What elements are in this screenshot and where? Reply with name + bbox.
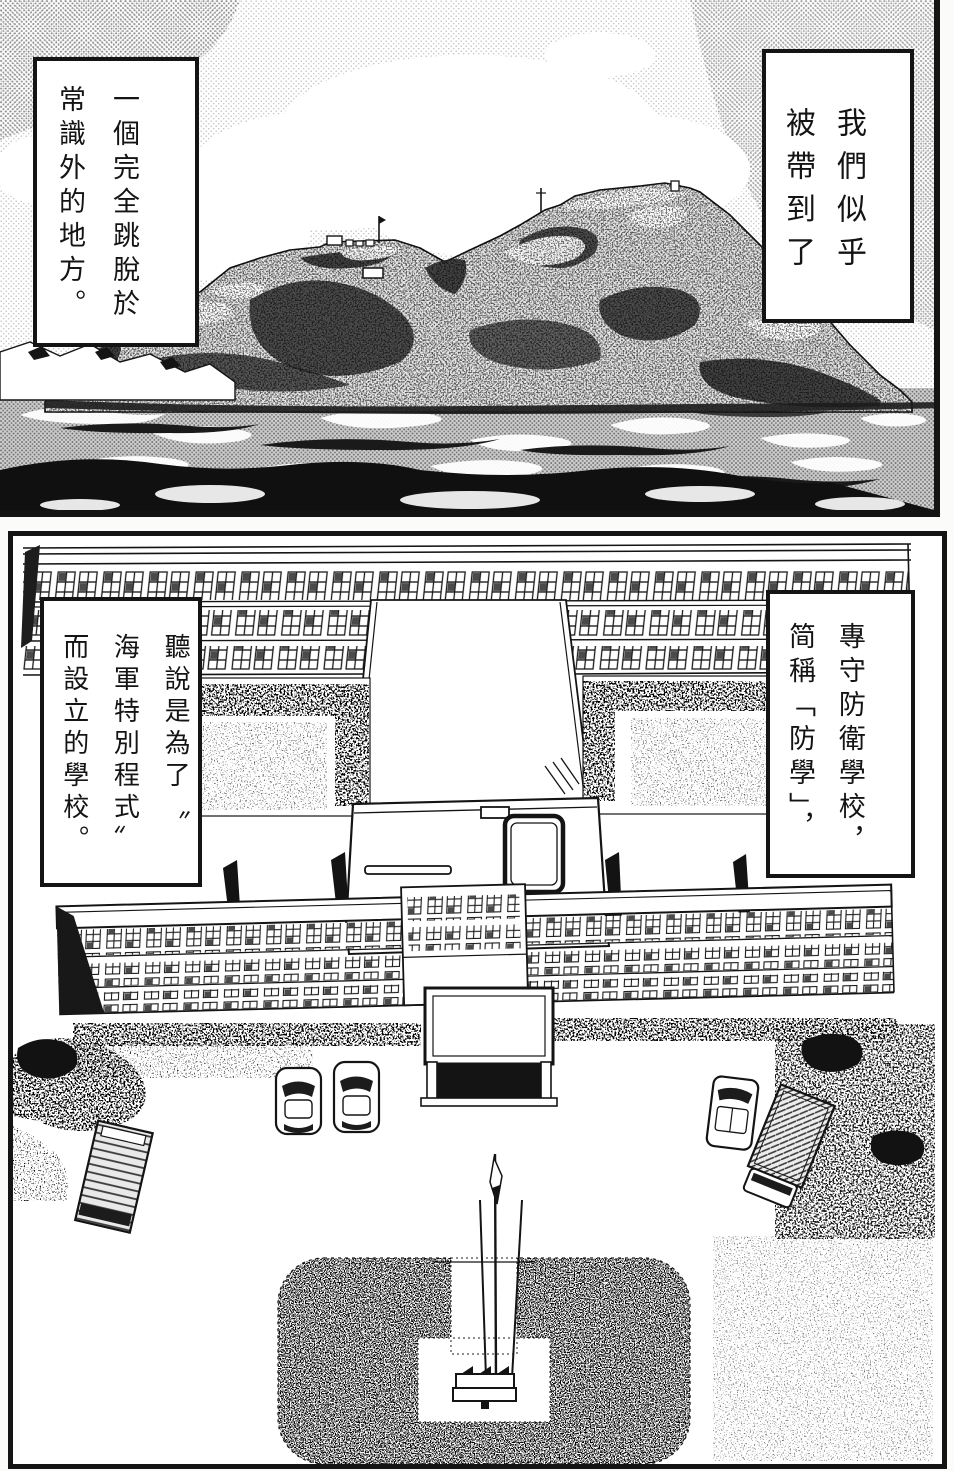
sea-bottom-foam [40,485,905,510]
shrubs-left [13,1038,313,1201]
island [0,180,934,414]
caption-line: 被帶到了 [781,107,814,279]
caption-line: 海軍特別程式〞 [110,633,140,857]
caption-line: 聽說是為了〝 [161,633,191,825]
caption-island-desc-text: 一個完全跳脫於 常識外的地方。 [37,61,173,375]
van [705,1075,760,1151]
ridge-structures [326,180,680,279]
caption-line: 简稱「防學」， [784,622,815,847]
caption-school-purpose-text: 聽說是為了〝 海軍特別程式〞 而設立的學校。 [44,601,216,923]
monument-lawn [277,1254,691,1464]
car-1 [274,1066,323,1136]
courtyard-bed-right [582,675,796,815]
car-2 [332,1060,381,1134]
caption-line: 我們似乎 [832,107,865,279]
caption-island-intro-text: 我們似乎 被帶到了 [766,53,896,381]
truck-vent [364,865,452,875]
caption-line: 一個完全跳脫於 [109,85,139,323]
caption-school-name-text: 專守防衛學校， 简稱「防學」， [770,594,894,910]
flag-monument [452,1153,523,1409]
bus [73,1119,155,1234]
caption-school-name: 專守防衛學校， 简稱「防學」， [766,590,915,878]
building-left-end [21,545,40,648]
caption-school-purpose: 聽說是為了〝 海軍特別程式〞 而設立的學校。 [40,597,202,887]
ramp-hatch [544,757,580,795]
center-tower [400,883,530,1007]
near-building-gable [56,906,105,1015]
caption-line: 而設立的學校。 [59,633,89,857]
cargo-truck [742,1082,837,1209]
waterline [45,400,934,414]
caption-line: 專守防衛學校， [834,622,865,860]
entrance-ramp [349,599,593,809]
shore-rocks [28,346,181,370]
caption-island-intro: 我們似乎 被帶到了 [762,49,914,323]
caption-island-desc: 一個完全跳脫於 常識外的地方。 [33,57,199,347]
entrance-canopy [420,986,558,1107]
caption-line: 常識外的地方。 [55,85,85,323]
